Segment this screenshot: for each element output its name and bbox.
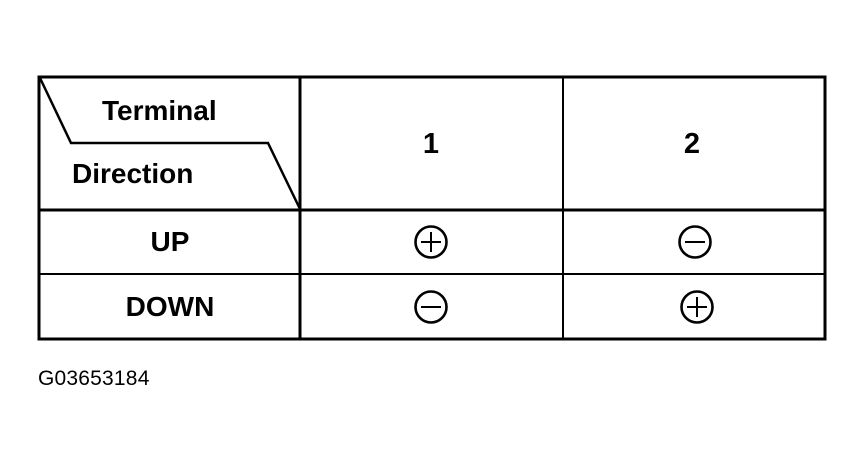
column-header-terminal-1: 1	[422, 128, 440, 160]
plus-circle-icon	[414, 225, 448, 259]
table-outer-border	[37, 75, 827, 341]
corner-diagonal-divider	[38, 77, 302, 210]
minus-circle-icon	[678, 225, 712, 259]
figure-id-caption: G03653184	[38, 367, 150, 390]
minus-circle-icon	[414, 290, 448, 324]
row-label-down: DOWN	[125, 291, 215, 322]
column-header-terminal-2: 2	[683, 128, 701, 160]
corner-label-direction: Direction	[72, 158, 194, 189]
plus-circle-icon	[680, 290, 714, 324]
corner-label-terminal: Terminal	[102, 95, 217, 126]
row-label-up: UP	[150, 226, 190, 257]
